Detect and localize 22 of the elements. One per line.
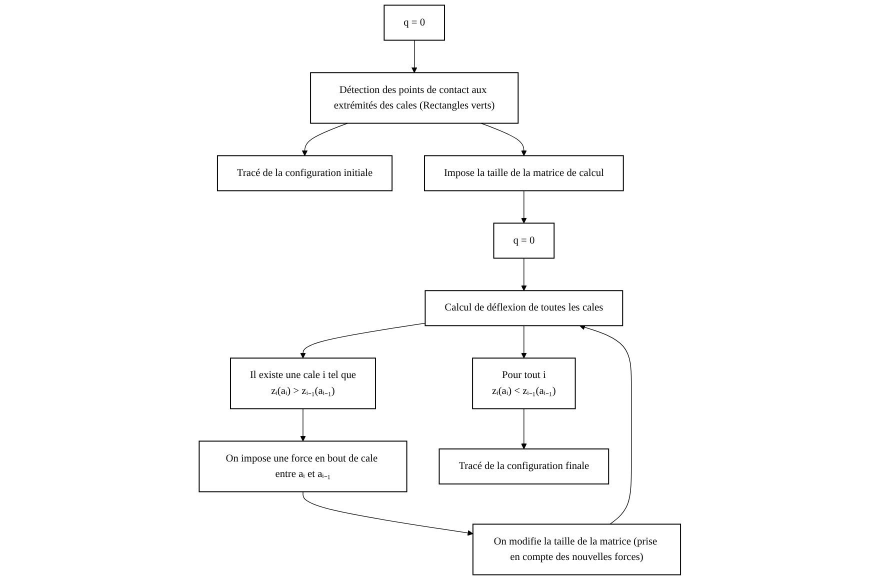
- arrow: [300, 322, 426, 358]
- node-box: Tracé de la configuration finale: [438, 448, 609, 484]
- node-box: q = 0: [383, 4, 445, 41]
- node-box: Détection des points de contact aux extrémités des cales (Rectangles verts): [310, 72, 518, 124]
- node-box: Impose la taille de la matrice de calcul: [424, 155, 624, 192]
- node-box: On impose une force en bout de cale entre aᵢ et aᵢ₋₁: [198, 440, 407, 492]
- arrow: [520, 190, 526, 224]
- node-box: Pour tout i zᵢ(aᵢ) < zᵢ₋₁(aᵢ₋₁): [472, 358, 576, 410]
- arrow: [520, 258, 526, 291]
- node-box: Il existe une cale i tel que zᵢ(aᵢ) > zᵢ₋₁(aᵢ₋₁): [230, 358, 376, 410]
- arrow: [300, 408, 306, 442]
- arrow: [302, 122, 348, 156]
- node-box: Tracé de la configuration initiale: [216, 155, 392, 192]
- arrow: [302, 491, 473, 536]
- arrow: [480, 122, 526, 156]
- arrow: [411, 40, 417, 73]
- node-box: q = 0: [492, 222, 554, 259]
- arrow: [520, 325, 526, 358]
- arrow: [579, 324, 632, 525]
- node-box: On modifie la taille de la matrice (prise en compte des nouvelles forces): [472, 524, 681, 576]
- node-box: Calcul de déflexion de toutes les cales: [424, 290, 623, 326]
- arrow: [520, 408, 526, 450]
